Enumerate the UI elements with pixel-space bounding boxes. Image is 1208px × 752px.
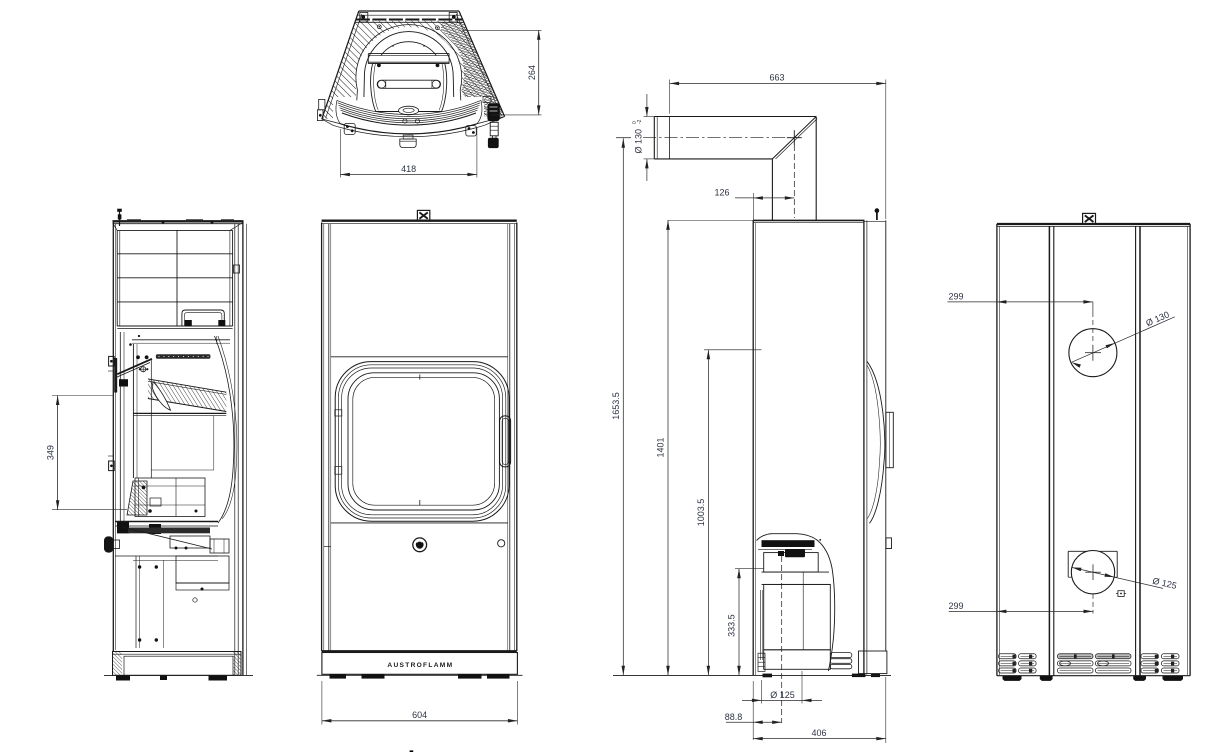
svg-text:1401: 1401 <box>656 437 666 457</box>
svg-text:88.8: 88.8 <box>725 712 743 722</box>
svg-text:299: 299 <box>948 601 963 611</box>
svg-text:AUSTROFLAMM: AUSTROFLAMM <box>387 662 453 669</box>
svg-text:264: 264 <box>527 65 537 80</box>
svg-text:604: 604 <box>412 710 427 720</box>
svg-text:Ø 130: Ø 130 <box>633 129 643 154</box>
svg-text:126: 126 <box>714 187 729 197</box>
svg-text:Ø 125: Ø 125 <box>770 690 795 700</box>
svg-text:406: 406 <box>811 728 826 738</box>
svg-text:663: 663 <box>769 73 784 83</box>
svg-text:1653.5: 1653.5 <box>611 392 621 420</box>
svg-text:299: 299 <box>948 292 963 302</box>
svg-text:1003.5: 1003.5 <box>696 499 706 527</box>
svg-text:418: 418 <box>401 164 416 174</box>
svg-text:-2: -2 <box>637 119 643 124</box>
svg-text:349: 349 <box>45 445 55 460</box>
svg-text:0: 0 <box>632 121 638 124</box>
svg-text:333.5: 333.5 <box>727 614 737 637</box>
